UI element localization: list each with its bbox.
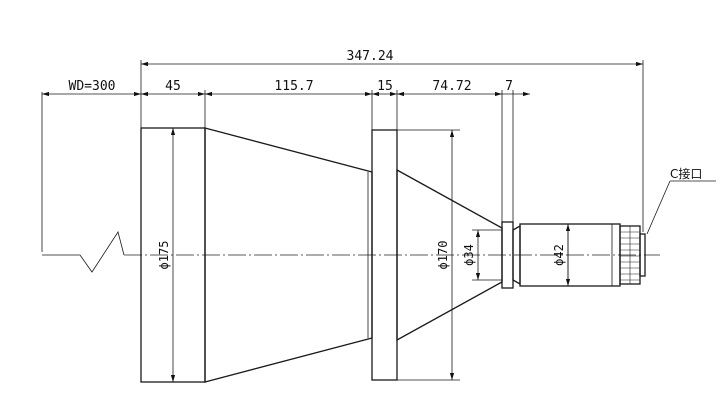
diameter-lines: [170, 127, 571, 382]
flange-diameter-label: ϕ170: [436, 241, 450, 270]
seg-45-label: 45: [165, 79, 181, 94]
seg-74-label: 74.72: [432, 79, 471, 94]
overall-length-label: 347.24: [347, 49, 394, 64]
lens-body: [140, 127, 646, 383]
wd-break-line: [42, 231, 125, 273]
seg-15-label: 15: [377, 79, 393, 94]
c-mount-leader: [646, 180, 716, 235]
dimension-lines: [42, 61, 643, 97]
c-mount-thread: [639, 233, 646, 277]
extension-lines: [41, 60, 644, 252]
wd-label: WD=300: [69, 79, 116, 94]
front-diameter-label: ϕ175: [157, 241, 171, 270]
barrel-diameter-label: ϕ42: [552, 244, 566, 266]
c-mount-label: C接口: [670, 166, 702, 181]
neck-diameter-label: ϕ34: [462, 244, 476, 266]
seg-7-label: 7: [505, 79, 513, 94]
seg-115-label: 115.7: [274, 79, 313, 94]
